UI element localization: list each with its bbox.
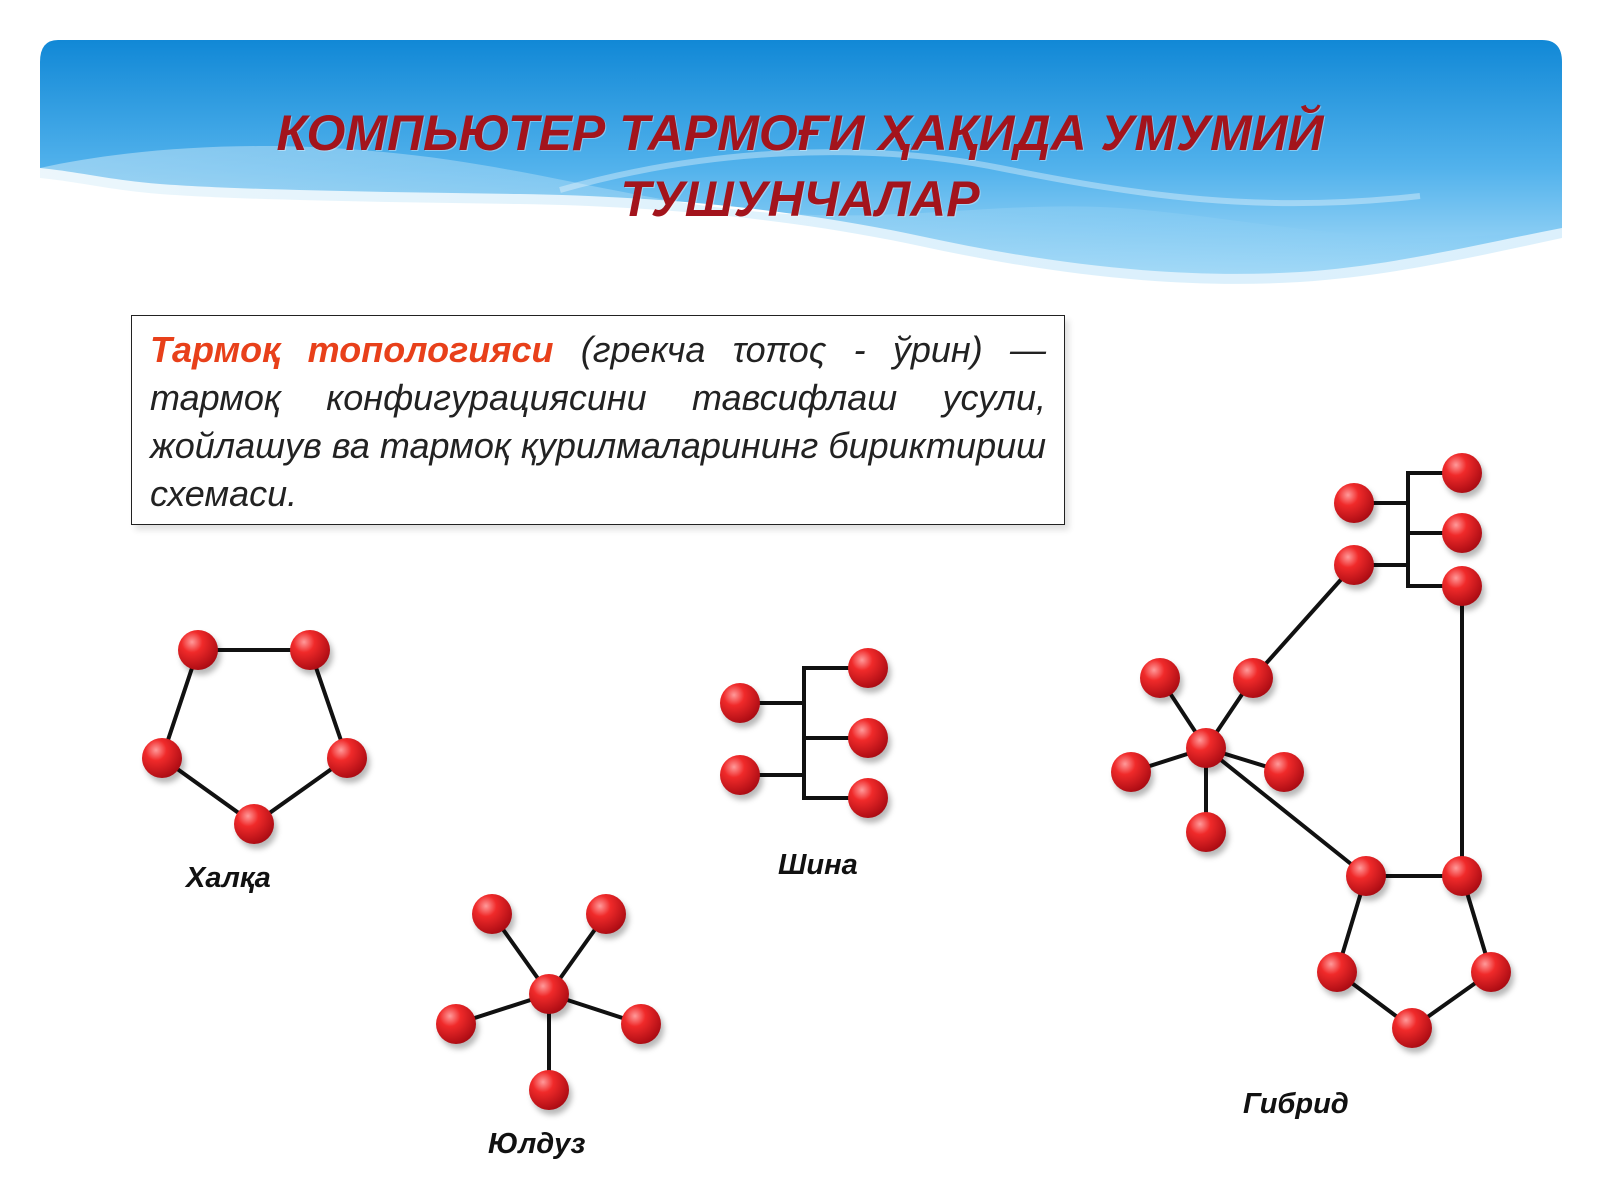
hybrid-ring-node	[1392, 1008, 1435, 1053]
hybrid-star-hub-node	[1186, 728, 1229, 773]
ring-link	[159, 647, 350, 827]
hybrid-bus-node	[1442, 566, 1485, 611]
definition-box: Тармоқ топологияси (грекча τοπος - ўрин)…	[131, 315, 1065, 525]
label-star: Юлдуз	[488, 1128, 586, 1160]
slide-title-line2: ТУШУНЧАЛАР	[620, 171, 980, 227]
hybrid-star-bus-link	[1250, 562, 1357, 681]
hybrid-ring-node	[1317, 952, 1360, 997]
hybrid-bus-node	[1442, 513, 1485, 558]
label-ring: Халқа	[186, 862, 271, 894]
star-node	[436, 1004, 479, 1049]
bus-backbone	[802, 666, 870, 800]
definition-text: (грекча τοπος - ўрин) — тармоқ конфигура…	[150, 329, 1046, 514]
star-hub-node	[529, 974, 572, 1019]
hybrid-star-node	[1140, 658, 1183, 703]
bus-node	[720, 683, 763, 728]
hybrid-ring-node	[1442, 856, 1485, 901]
label-hybrid: Гибрид	[1243, 1088, 1349, 1120]
hybrid-star-node	[1111, 752, 1154, 797]
label-bus: Шина	[778, 849, 858, 881]
star-node	[529, 1070, 572, 1115]
hybrid-star-ring-link	[1203, 745, 1369, 879]
bus-node	[848, 778, 891, 823]
hybrid-star-node	[1186, 812, 1229, 857]
slide-title: КОМПЬЮТЕР ТАРМОҒИ ҲАҚИДА УМУМИЙ ТУШУНЧАЛ…	[230, 100, 1370, 232]
slide-title-line1: КОМПЬЮТЕР ТАРМОҒИ ҲАҚИДА УМУМИЙ	[276, 105, 1324, 161]
ring-node	[142, 738, 185, 783]
banner-wave-highlight	[40, 146, 1562, 284]
bus-node	[848, 648, 891, 693]
hybrid-star-node	[1233, 658, 1276, 703]
bus-node	[848, 718, 891, 763]
star-node	[586, 894, 629, 939]
ring-node	[290, 630, 333, 675]
star-node	[472, 894, 515, 939]
definition-term: Тармоқ топологияси	[150, 329, 554, 370]
bus-node	[720, 755, 763, 800]
banner-swirl	[559, 149, 1421, 207]
hybrid-bus-node	[1334, 545, 1377, 590]
hybrid-bus-node	[1442, 453, 1485, 498]
header-banner	[40, 40, 1562, 284]
ring-node	[234, 804, 277, 849]
hybrid-star-node	[1264, 752, 1307, 797]
star-node	[621, 1004, 664, 1049]
ring-node	[327, 738, 370, 783]
hybrid-bus-backbone	[1406, 471, 1464, 588]
hybrid-ring-node	[1471, 952, 1514, 997]
hybrid-bus-node	[1334, 483, 1377, 528]
hybrid-ring-node	[1346, 856, 1389, 901]
ring-node	[178, 630, 221, 675]
